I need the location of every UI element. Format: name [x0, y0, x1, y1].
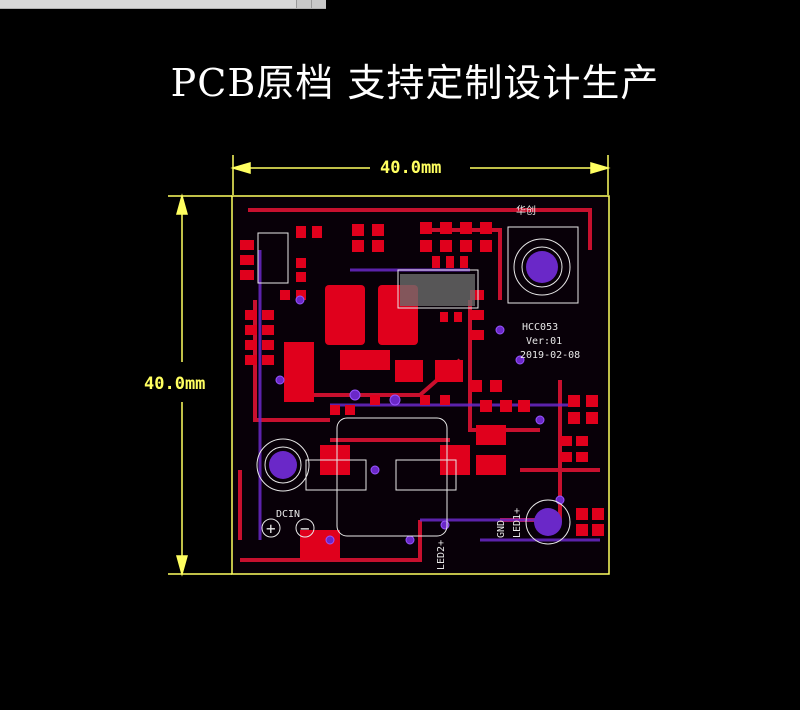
brand-mark: 华创	[516, 204, 536, 217]
gnd-label: GND	[496, 520, 507, 538]
date-label: 2019-02-08	[520, 350, 580, 361]
height-dimension-label: 40.0mm	[144, 374, 206, 394]
led2-label: LED2+	[436, 540, 447, 570]
power-label: DCIN	[276, 509, 300, 520]
copper-pads	[284, 285, 506, 560]
minus-mark: −	[300, 519, 310, 538]
plus-mark: +	[266, 519, 276, 538]
model-label: HCC053	[522, 322, 558, 333]
led1-label: LED1+	[512, 508, 523, 538]
window-button[interactable]	[311, 0, 326, 8]
ic-chip	[400, 274, 475, 306]
polarity-circles	[261, 518, 315, 538]
height-dimension	[168, 193, 232, 577]
window-button[interactable]	[296, 0, 311, 8]
mounting-holes	[269, 251, 562, 536]
width-dimension-label: 40.0mm	[380, 158, 442, 178]
silkscreen-outlines	[256, 226, 579, 545]
version-label: Ver:01	[526, 336, 562, 347]
window-title-bar	[0, 0, 326, 9]
width-dimension	[230, 155, 611, 195]
smd-pads	[240, 222, 604, 536]
page-headline: PCB原档 支持定制设计生产	[170, 61, 660, 105]
